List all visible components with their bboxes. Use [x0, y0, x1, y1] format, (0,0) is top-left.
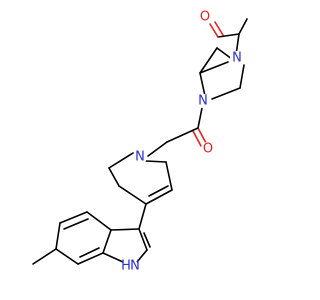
- structure-diagram: O N N O N H N: [32, 10, 248, 274]
- svg-text:O: O: [203, 142, 213, 157]
- atom-nh-indole: H N: [121, 258, 140, 274]
- atom-n-tetrahydropyridine: N: [133, 150, 147, 165]
- indole-system: [32, 203, 151, 265]
- svg-text:N: N: [135, 150, 145, 165]
- svg-text:H: H: [121, 259, 131, 274]
- atom-o-acetyl: O: [198, 10, 212, 25]
- svg-text:N: N: [198, 94, 208, 109]
- svg-text:N: N: [232, 51, 242, 66]
- atom-o-amide: O: [201, 142, 215, 157]
- atom-n-piperazine-bottom: N: [196, 94, 210, 109]
- svg-text:O: O: [200, 10, 210, 25]
- acetyl-group: [209, 18, 248, 56]
- atom-n-piperazine-top: N: [230, 51, 244, 66]
- svg-text:N: N: [130, 259, 140, 274]
- tetrahydropyridine-ring: [108, 152, 173, 205]
- amide-linker: [147, 107, 207, 157]
